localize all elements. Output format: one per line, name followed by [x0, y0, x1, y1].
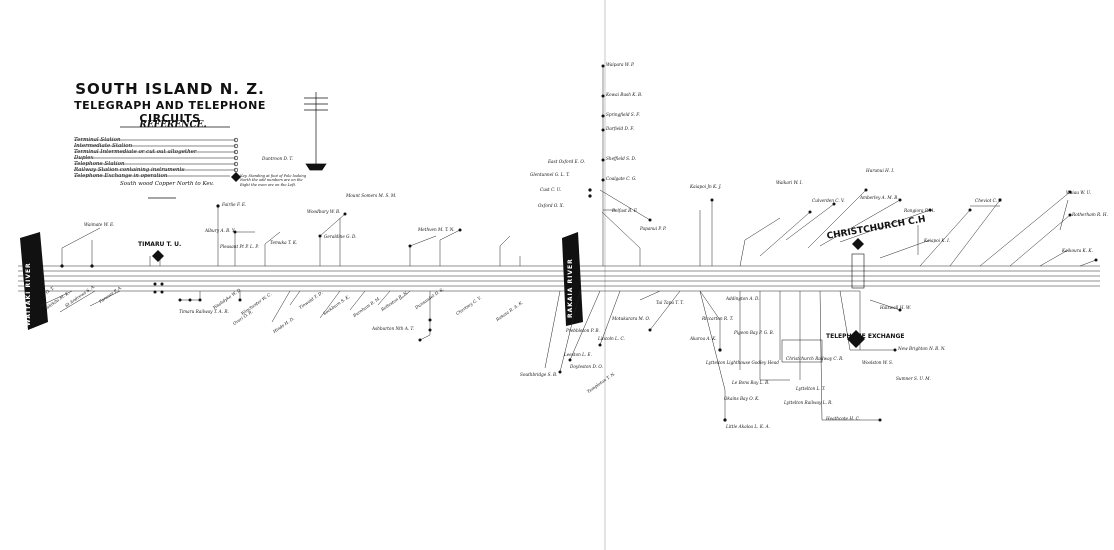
label-sumner: Sumner S. U. M. [896, 376, 931, 381]
label-motukarara: Motukarara M. O. [612, 316, 651, 321]
label-heathcote: Heathcote H. C. [826, 416, 861, 421]
label-prebbleton: Prebbleton P. B. [566, 328, 600, 333]
label-hurunui: Hurunui H. I. [866, 168, 895, 173]
timaru-hub-icon [152, 250, 164, 262]
label-kaiapoi: Kaiapoi K. I. [924, 238, 951, 243]
label-tai-tapu: Tai Tapu T. T. [656, 300, 684, 305]
legend-symbols [74, 126, 239, 199]
rakaia-river-label: RAKAIA RIVER [567, 258, 574, 318]
trunk-lines [18, 265, 1100, 292]
christchurch-switchboard [851, 253, 865, 289]
rakaia-river [562, 232, 583, 326]
label-culverden: Culverden C. V. [812, 198, 845, 203]
station-dots [60, 64, 1098, 422]
label-waimate: Waimate W. E. [84, 222, 115, 227]
label-methven: Methven M. T. N. [418, 227, 455, 232]
label-glentunnel: Glentunnel G. L. T. [530, 172, 570, 177]
label-oxford: Oxford O. X. [538, 203, 565, 208]
label-riccarton: Riccarton R. T. [702, 316, 734, 321]
label-east-oxford: East Oxford E. O. [548, 159, 585, 164]
map-title: SOUTH ISLAND N. Z. [75, 80, 265, 98]
label-leeston: Leeston L. E. [564, 352, 592, 357]
label-rotherham: Rotherham R. H. [1072, 212, 1108, 217]
label-geraldine: Geraldine G. D. [324, 234, 357, 239]
label-waiau: Waiau W. U. [1066, 190, 1092, 195]
legend-terminal: Terminal Station [74, 137, 121, 143]
label-chch-railway: Christchurch Railway C. R. [786, 356, 844, 361]
label-springfield: Springfield S. F. [606, 112, 640, 117]
label-okains: Okains Bay O. K. [724, 396, 760, 401]
label-rangiora: Rangiora R. A. [904, 208, 935, 213]
label-darfield: Darfield D. F. [606, 126, 634, 131]
label-doyleston: Doyleston D. O. [570, 364, 603, 369]
map-subtitle: TELEGRAPH AND TELEPHONE CIRCUITS [74, 99, 266, 125]
label-pleasant-pt: Pleasant Pt P. L. P. [220, 244, 259, 249]
label-kowai-bush: Kowai Bush K. B. [606, 92, 643, 97]
label-cheviot: Cheviot C. T. [975, 198, 1002, 203]
legend-railway: Railway Station containing instruments [74, 167, 185, 173]
label-godley: Lyttelton Lighthouse Godley Head [706, 360, 779, 365]
branch-lines [39, 66, 1097, 421]
label-waikari: Waikari W. I. [776, 180, 803, 185]
legend-telephone: Telephone Station [74, 161, 125, 167]
label-little-akaloa: Little Akaloa L. K. A. [726, 424, 770, 429]
label-le-bons: Le Bons Bay L. B. [732, 380, 770, 385]
label-halswell: Halswell H. W. [880, 305, 911, 310]
reference-heading: REFERENCE. [139, 120, 207, 130]
label-albury: Albury A. B. Y. [205, 228, 236, 233]
legend-duplex: Duplex [74, 155, 94, 161]
label-lyttelton: Lyttelton L. T. [796, 386, 826, 391]
label-coalgate: Coalgate C. G. [606, 176, 637, 181]
label-waipara: Waipara W. P. [606, 62, 635, 67]
label-woodbury: Woodbury W. B. [307, 209, 341, 214]
label-southbridge: Southbridge S. B. [520, 372, 558, 377]
railway-box [781, 339, 823, 363]
label-kaikoura: Kaikoura K. K. [1062, 248, 1093, 253]
telephone-exchange-label: TELEPHONE EXCHANGE [826, 333, 905, 340]
label-woolston: Woolston W. S. [862, 360, 894, 365]
label-papanui: Papanui P. P. [640, 226, 667, 231]
label-lyttelton-railway: Lyttelton Railway L. R. [784, 400, 833, 405]
label-pigeon-bay: Pigeon Bay P. G. B. [734, 330, 775, 335]
label-duntroon: Duntroon D. T. [262, 156, 293, 161]
label-timaru-railway: Timaru Railway T. A. R. [179, 309, 229, 314]
timaru-label: TIMARU T. U. [138, 241, 182, 248]
label-temuka: Temuka T. K. [270, 240, 298, 245]
label-new-brighton: New Brighton N. B. N. [898, 346, 946, 351]
label-fairlie: Fairlie F. E. [222, 202, 247, 207]
label-akaroa: Akaroa A. K. [690, 336, 717, 341]
label-cust: Cust C. U. [540, 187, 562, 192]
legend-cutout: Terminal Intermediate or cut out altoget… [74, 149, 197, 155]
pole-key-note: Key. Standing at foot of Pole looking No… [240, 174, 307, 187]
label-lincoln: Lincoln L. C. [598, 336, 625, 341]
waitaki-river-label: WAITAKI RIVER [25, 262, 32, 326]
label-ashburton: Ashburton Nth A. T. [372, 326, 415, 331]
legend-intermediate: Intermediate Station [74, 143, 133, 149]
wire-note: South wood Copper North to Kev. [120, 181, 214, 187]
label-amberley: Amberley A. M. B. [860, 195, 899, 200]
legend-exchange: Telephone Exchange in operation [74, 173, 168, 179]
telegraph-pole-icon [304, 92, 328, 171]
exchange-icon [847, 330, 865, 348]
label-sheffield: Sheffield S. D. [606, 156, 637, 161]
legend-exchange-icon [231, 172, 241, 182]
christchurch-hub-icon [852, 238, 864, 250]
label-kaiapoi-junction: Kaiapoi Jn K. J. [690, 184, 722, 189]
label-addington: Addington A. D. [726, 296, 760, 301]
label-belfast: Belfast B. F. [612, 208, 638, 213]
label-mount-somers: Mount Somers M. S. M. [346, 193, 397, 198]
